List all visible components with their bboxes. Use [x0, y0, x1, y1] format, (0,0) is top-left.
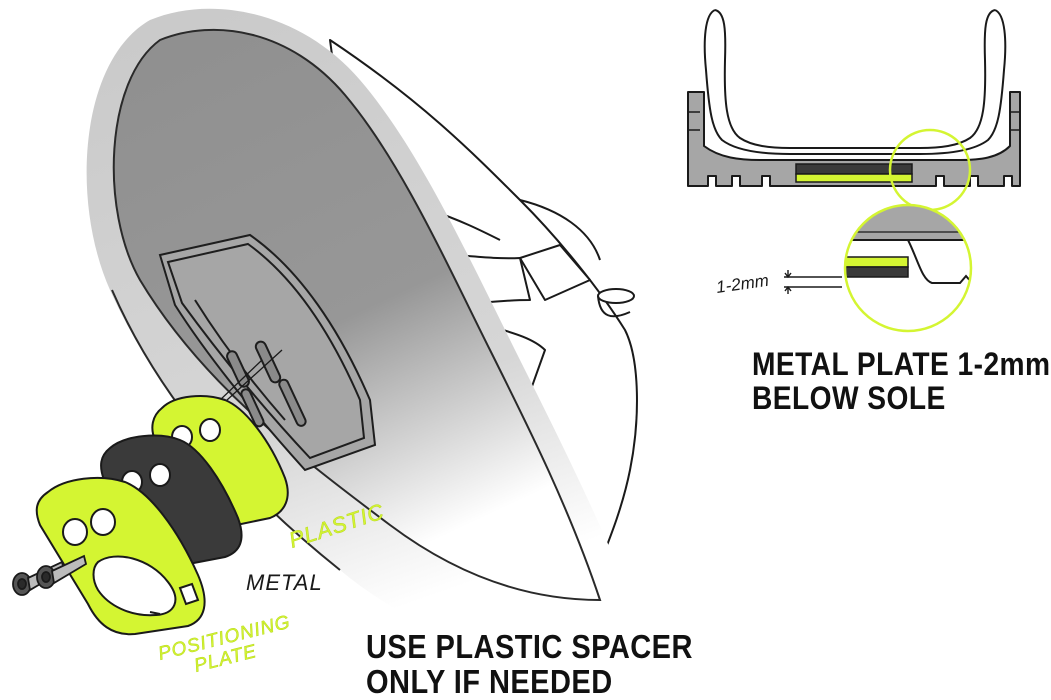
cleat-screws [12, 554, 88, 596]
positioning-plate [35, 476, 206, 636]
plastic-spacer-caption-line1: USE PLASTIC SPACER [366, 628, 693, 665]
plastic-spacer-caption-line2: ONLY IF NEEDED [366, 662, 613, 700]
measurement-label: 1-2mm [715, 271, 770, 297]
metal-label: METAL [246, 570, 323, 595]
cleat-recess [158, 233, 377, 472]
metal-plate-caption-line1: METAL PLATE 1-2mm [752, 346, 1051, 382]
plastic-spacer-caption: USE PLASTIC SPACER ONLY IF NEEDED [366, 628, 693, 700]
cleat-diagram: PLASTIC METAL POSITIONING PLATE [12, 8, 1021, 677]
metal-plate-caption-line2: BELOW SOLE [752, 379, 946, 416]
sole-cross-section [687, 9, 1021, 227]
metal-plate-caption: METAL PLATE 1-2mm BELOW SOLE [752, 346, 1051, 416]
zoom-detail [843, 203, 973, 333]
measurement-marks [784, 270, 842, 294]
screw-2 [36, 554, 88, 589]
